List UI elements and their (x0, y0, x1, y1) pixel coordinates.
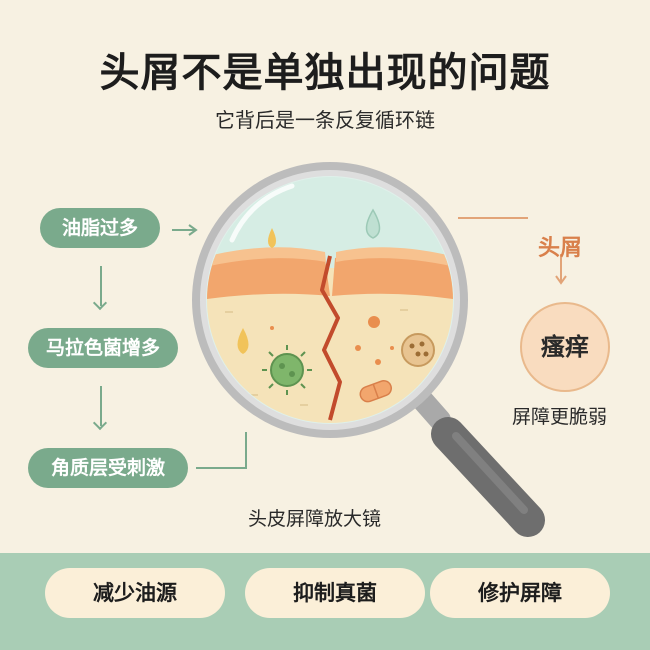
arrow-right-icon (188, 224, 198, 236)
action-inhibit-fungus: 抑制真菌 (245, 568, 425, 618)
arrow-down-icon (555, 275, 567, 285)
action-reduce-oil: 减少油源 (45, 568, 225, 618)
cause-oil: 油脂过多 (40, 208, 160, 248)
cause-malassezia: 马拉色菌增多 (28, 328, 178, 368)
connector-line (196, 432, 247, 469)
effect-barrier: 屏障更脆弱 (512, 406, 608, 428)
page-title: 头屑不是单独出现的问题 (99, 50, 551, 96)
arrow-down-icon (100, 386, 102, 426)
effect-itch: 瘙痒 (520, 302, 610, 392)
page-subtitle: 它背后是一条反复循环链 (215, 108, 435, 132)
arrow-down-icon (100, 266, 102, 306)
action-repair-barrier: 修护屏障 (430, 568, 610, 618)
effect-dandruff: 头屑 (538, 236, 583, 261)
skin-cross-section (207, 177, 453, 423)
cause-stratum-corneum: 角质层受刺激 (28, 448, 188, 488)
magnifier-label: 头皮屏障放大镜 (248, 508, 382, 530)
